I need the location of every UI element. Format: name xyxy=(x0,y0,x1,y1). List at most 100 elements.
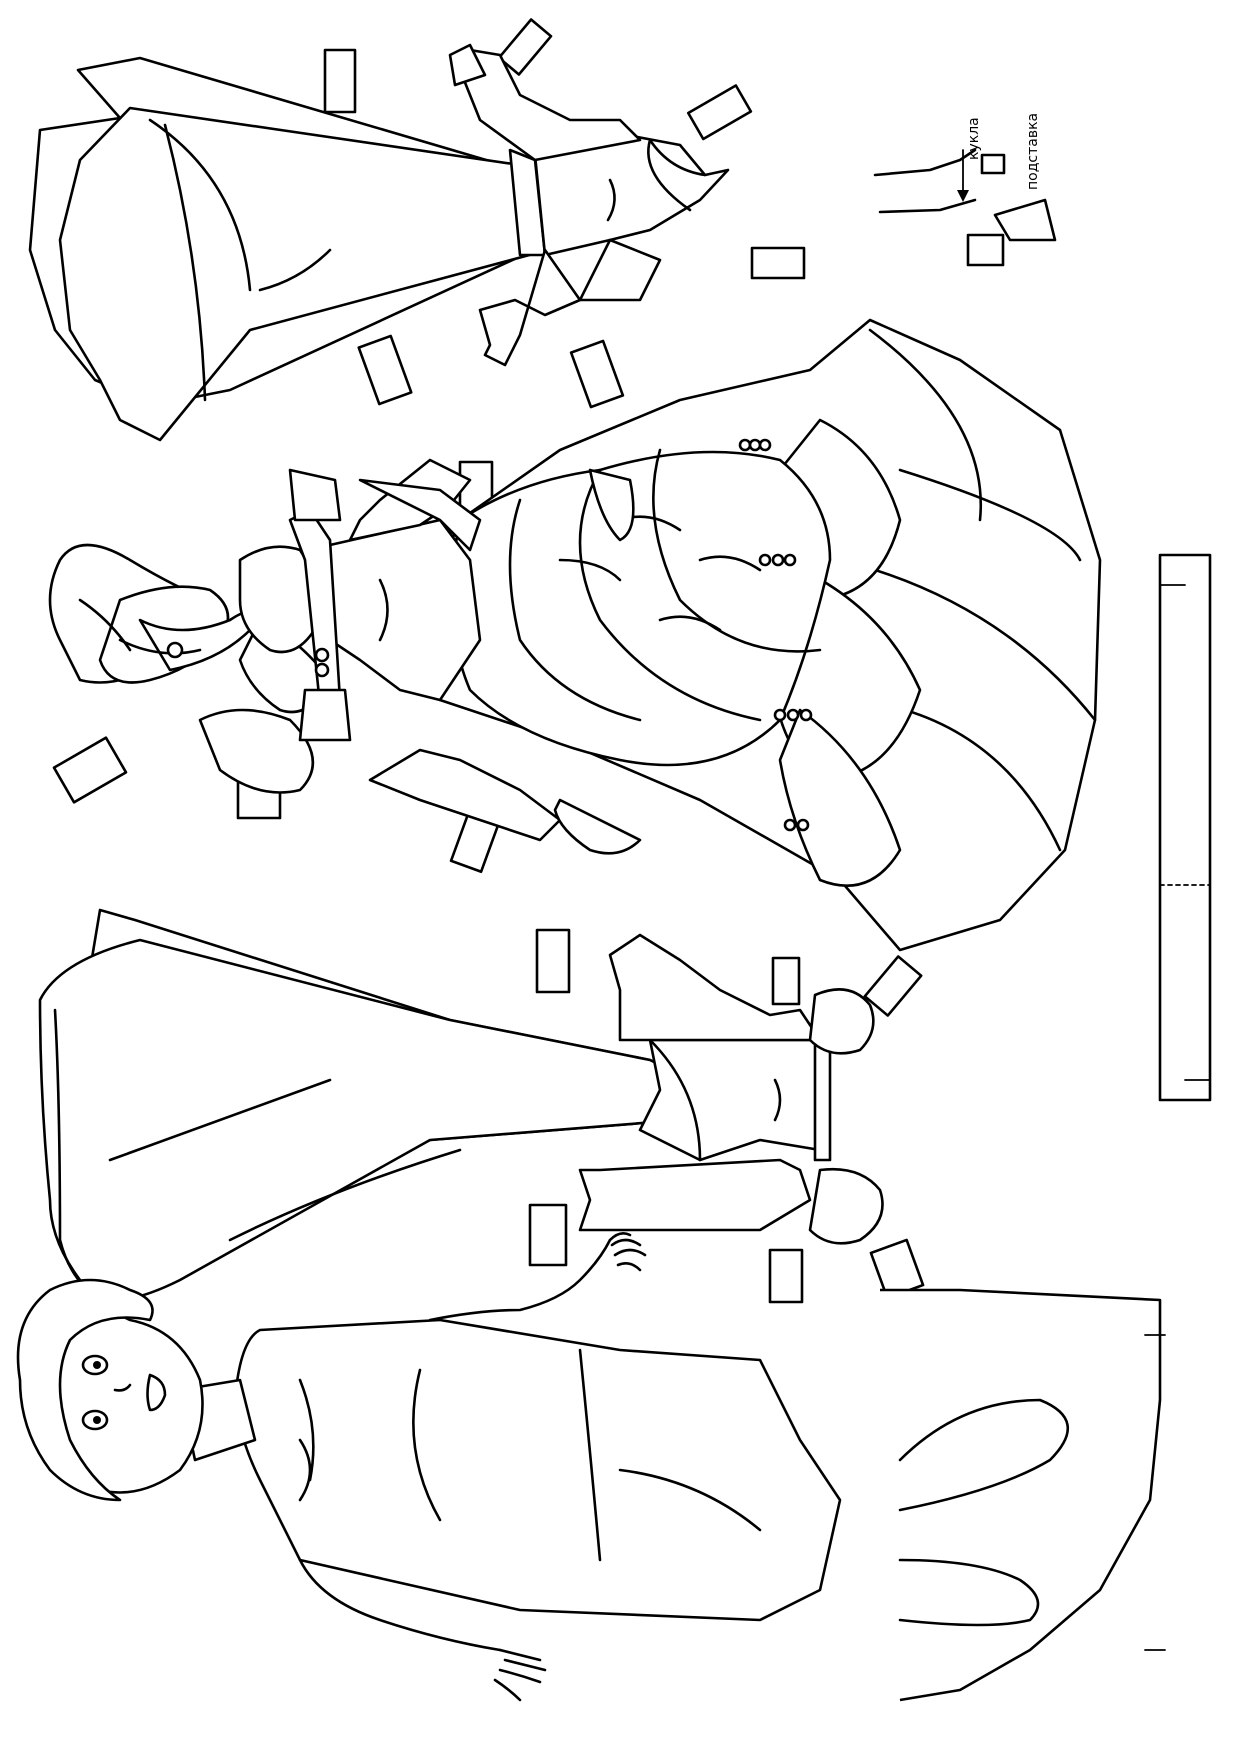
bodice-detail xyxy=(606,178,616,222)
dress-long-outfit[interactable] xyxy=(38,908,925,1304)
hem-line xyxy=(53,1008,102,1302)
sleeve-puff xyxy=(808,1167,884,1245)
tab xyxy=(528,1203,568,1267)
doll-hair xyxy=(16,1278,154,1502)
gown-arm xyxy=(358,478,482,552)
hair-detail xyxy=(78,598,132,652)
gown-button xyxy=(799,708,813,722)
bust-line xyxy=(298,1378,315,1482)
gown-panel xyxy=(868,328,983,522)
ballgown-outfit[interactable] xyxy=(48,318,1102,952)
bodice xyxy=(533,128,730,257)
overskirt-fold xyxy=(508,498,642,722)
skirt-fold xyxy=(148,118,252,292)
gown-overskirt xyxy=(450,450,832,767)
tab xyxy=(52,736,128,804)
neckline xyxy=(648,138,707,177)
overskirt-ripple xyxy=(658,615,722,632)
legend: кукла подставка xyxy=(873,113,1057,267)
neckline xyxy=(648,1038,702,1162)
gown-button xyxy=(758,438,772,452)
gown-button xyxy=(738,438,752,452)
hair-detail xyxy=(118,638,202,655)
sleeve-lower-puff xyxy=(578,238,662,302)
doll-figure[interactable] xyxy=(16,1232,1166,1702)
gown-ribbon-bottom xyxy=(298,688,352,742)
gown-bodice xyxy=(328,518,482,702)
sleeve-lower xyxy=(578,1158,812,1232)
doll-leg xyxy=(898,1398,1069,1512)
tab xyxy=(535,928,571,994)
slip-fold xyxy=(578,1348,602,1562)
tab xyxy=(771,956,801,1006)
gown-button xyxy=(783,818,797,832)
tab xyxy=(569,339,625,409)
belt xyxy=(813,1038,832,1162)
tab xyxy=(863,955,923,1017)
ribbon-bead xyxy=(314,647,330,663)
tab xyxy=(768,1248,804,1304)
sleeve-upper xyxy=(608,933,822,1042)
stand-strip[interactable] xyxy=(1158,553,1212,1102)
legend-tab-icon xyxy=(980,153,1006,175)
tab xyxy=(357,334,413,406)
overskirt-fold xyxy=(652,448,822,653)
skirt-fold xyxy=(258,248,332,292)
gown-button xyxy=(771,553,785,567)
gown-button xyxy=(786,708,800,722)
gown-button xyxy=(758,553,772,567)
slip-fold xyxy=(618,1468,762,1532)
doll-hand xyxy=(493,1648,547,1702)
doll-stand xyxy=(880,1288,1162,1702)
doll-hand xyxy=(608,1232,647,1272)
doll-arm xyxy=(298,1558,502,1652)
doll-leg xyxy=(898,1558,1040,1627)
tab xyxy=(686,84,753,141)
sleeve-upper xyxy=(458,48,642,162)
overskirt-ripple xyxy=(558,558,622,582)
cuff xyxy=(448,43,487,87)
gown-button xyxy=(748,438,762,452)
gown-button xyxy=(796,818,810,832)
necklace-bead xyxy=(166,641,184,659)
dress-top-outfit[interactable] xyxy=(28,18,806,442)
legend-stand-icon xyxy=(993,198,1057,242)
gown-hand xyxy=(553,798,642,855)
sleeve-lower xyxy=(478,248,582,367)
skirt-fold xyxy=(108,1078,332,1162)
bodice-detail xyxy=(378,578,389,642)
tab xyxy=(323,48,357,114)
tab xyxy=(497,18,553,76)
doll-label: кукла xyxy=(966,117,982,160)
gown-button xyxy=(773,708,787,722)
slip-fold xyxy=(412,1368,442,1522)
skirt-fold xyxy=(228,1148,462,1242)
doll-nose xyxy=(113,1383,132,1392)
gown-panel xyxy=(838,558,1097,722)
gown-hair-strand xyxy=(198,708,315,794)
doll-slip xyxy=(233,1318,842,1622)
gown-hand xyxy=(588,468,635,542)
legend-stand-line xyxy=(878,198,977,214)
overskirt-fold xyxy=(578,468,762,722)
arrow-down-icon xyxy=(957,190,969,202)
overskirt-ripple xyxy=(698,555,762,572)
gown-panel xyxy=(898,468,1082,562)
stand-label: подставка xyxy=(1025,113,1041,190)
doll-arm xyxy=(428,1238,612,1322)
sleeve-puff xyxy=(808,988,875,1055)
gown-swag xyxy=(778,708,902,888)
legend-doll-line xyxy=(873,148,977,177)
skirt-fold xyxy=(163,123,207,402)
ribbon-bead xyxy=(314,662,330,678)
stand-strip-rect xyxy=(1158,553,1212,1102)
neckline xyxy=(647,138,692,212)
tab xyxy=(750,246,806,280)
doll-mouth xyxy=(146,1373,167,1412)
gown-ribbon-top xyxy=(288,468,342,522)
doll-pupil xyxy=(93,1361,101,1369)
bodice-detail xyxy=(773,1078,782,1122)
bust-line xyxy=(298,1438,312,1502)
